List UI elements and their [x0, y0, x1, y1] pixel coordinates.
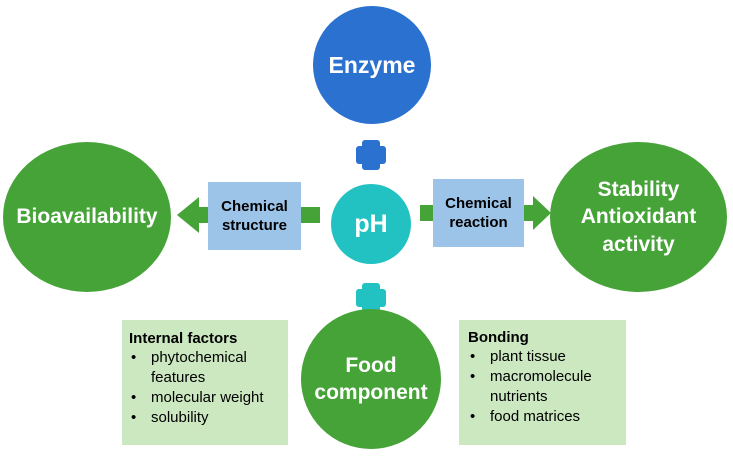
bonding-list: plant tissue macromolecule nutrients foo…	[468, 347, 626, 427]
stability-node: Stability Antioxidant activity	[550, 142, 727, 292]
food-component-node: Food component	[301, 309, 441, 449]
plus-icon-food	[356, 283, 386, 313]
internal-factor-item: phytochemical features	[129, 348, 251, 388]
internal-factor-item: molecular weight	[129, 388, 288, 408]
bioavailability-label: Bioavailability	[16, 205, 158, 228]
bonding-title: Bonding	[468, 329, 529, 346]
enzyme-label: Enzyme	[328, 51, 416, 78]
chemical-reaction-box: Chemical reaction	[433, 179, 524, 247]
plus-icon-enzyme	[356, 140, 386, 170]
ph-label: pH	[354, 209, 388, 238]
bonding-box: Bonding plant tissue macromolecule nutri…	[459, 320, 626, 445]
ph-node: pH	[331, 184, 411, 264]
enzyme-node: Enzyme	[313, 6, 431, 124]
chemical-reaction-label: Chemical reaction	[445, 194, 512, 232]
food-component-label: Food component	[314, 353, 428, 404]
bonding-item: food matrices	[468, 407, 626, 427]
bonding-item: macromolecule nutrients	[468, 367, 600, 407]
stability-label: Stability Antioxidant activity	[580, 178, 697, 256]
internal-factor-item: solubility	[129, 408, 288, 428]
bioavailability-node: Bioavailability	[3, 142, 171, 292]
chemical-structure-label: Chemical structure	[221, 197, 288, 235]
internal-factors-box: Internal factors phytochemical features …	[122, 320, 288, 445]
internal-factors-title: Internal factors	[129, 330, 238, 347]
internal-factors-list: phytochemical features molecular weight …	[129, 348, 288, 428]
chemical-structure-box: Chemical structure	[208, 182, 301, 250]
bonding-item: plant tissue	[468, 347, 626, 367]
